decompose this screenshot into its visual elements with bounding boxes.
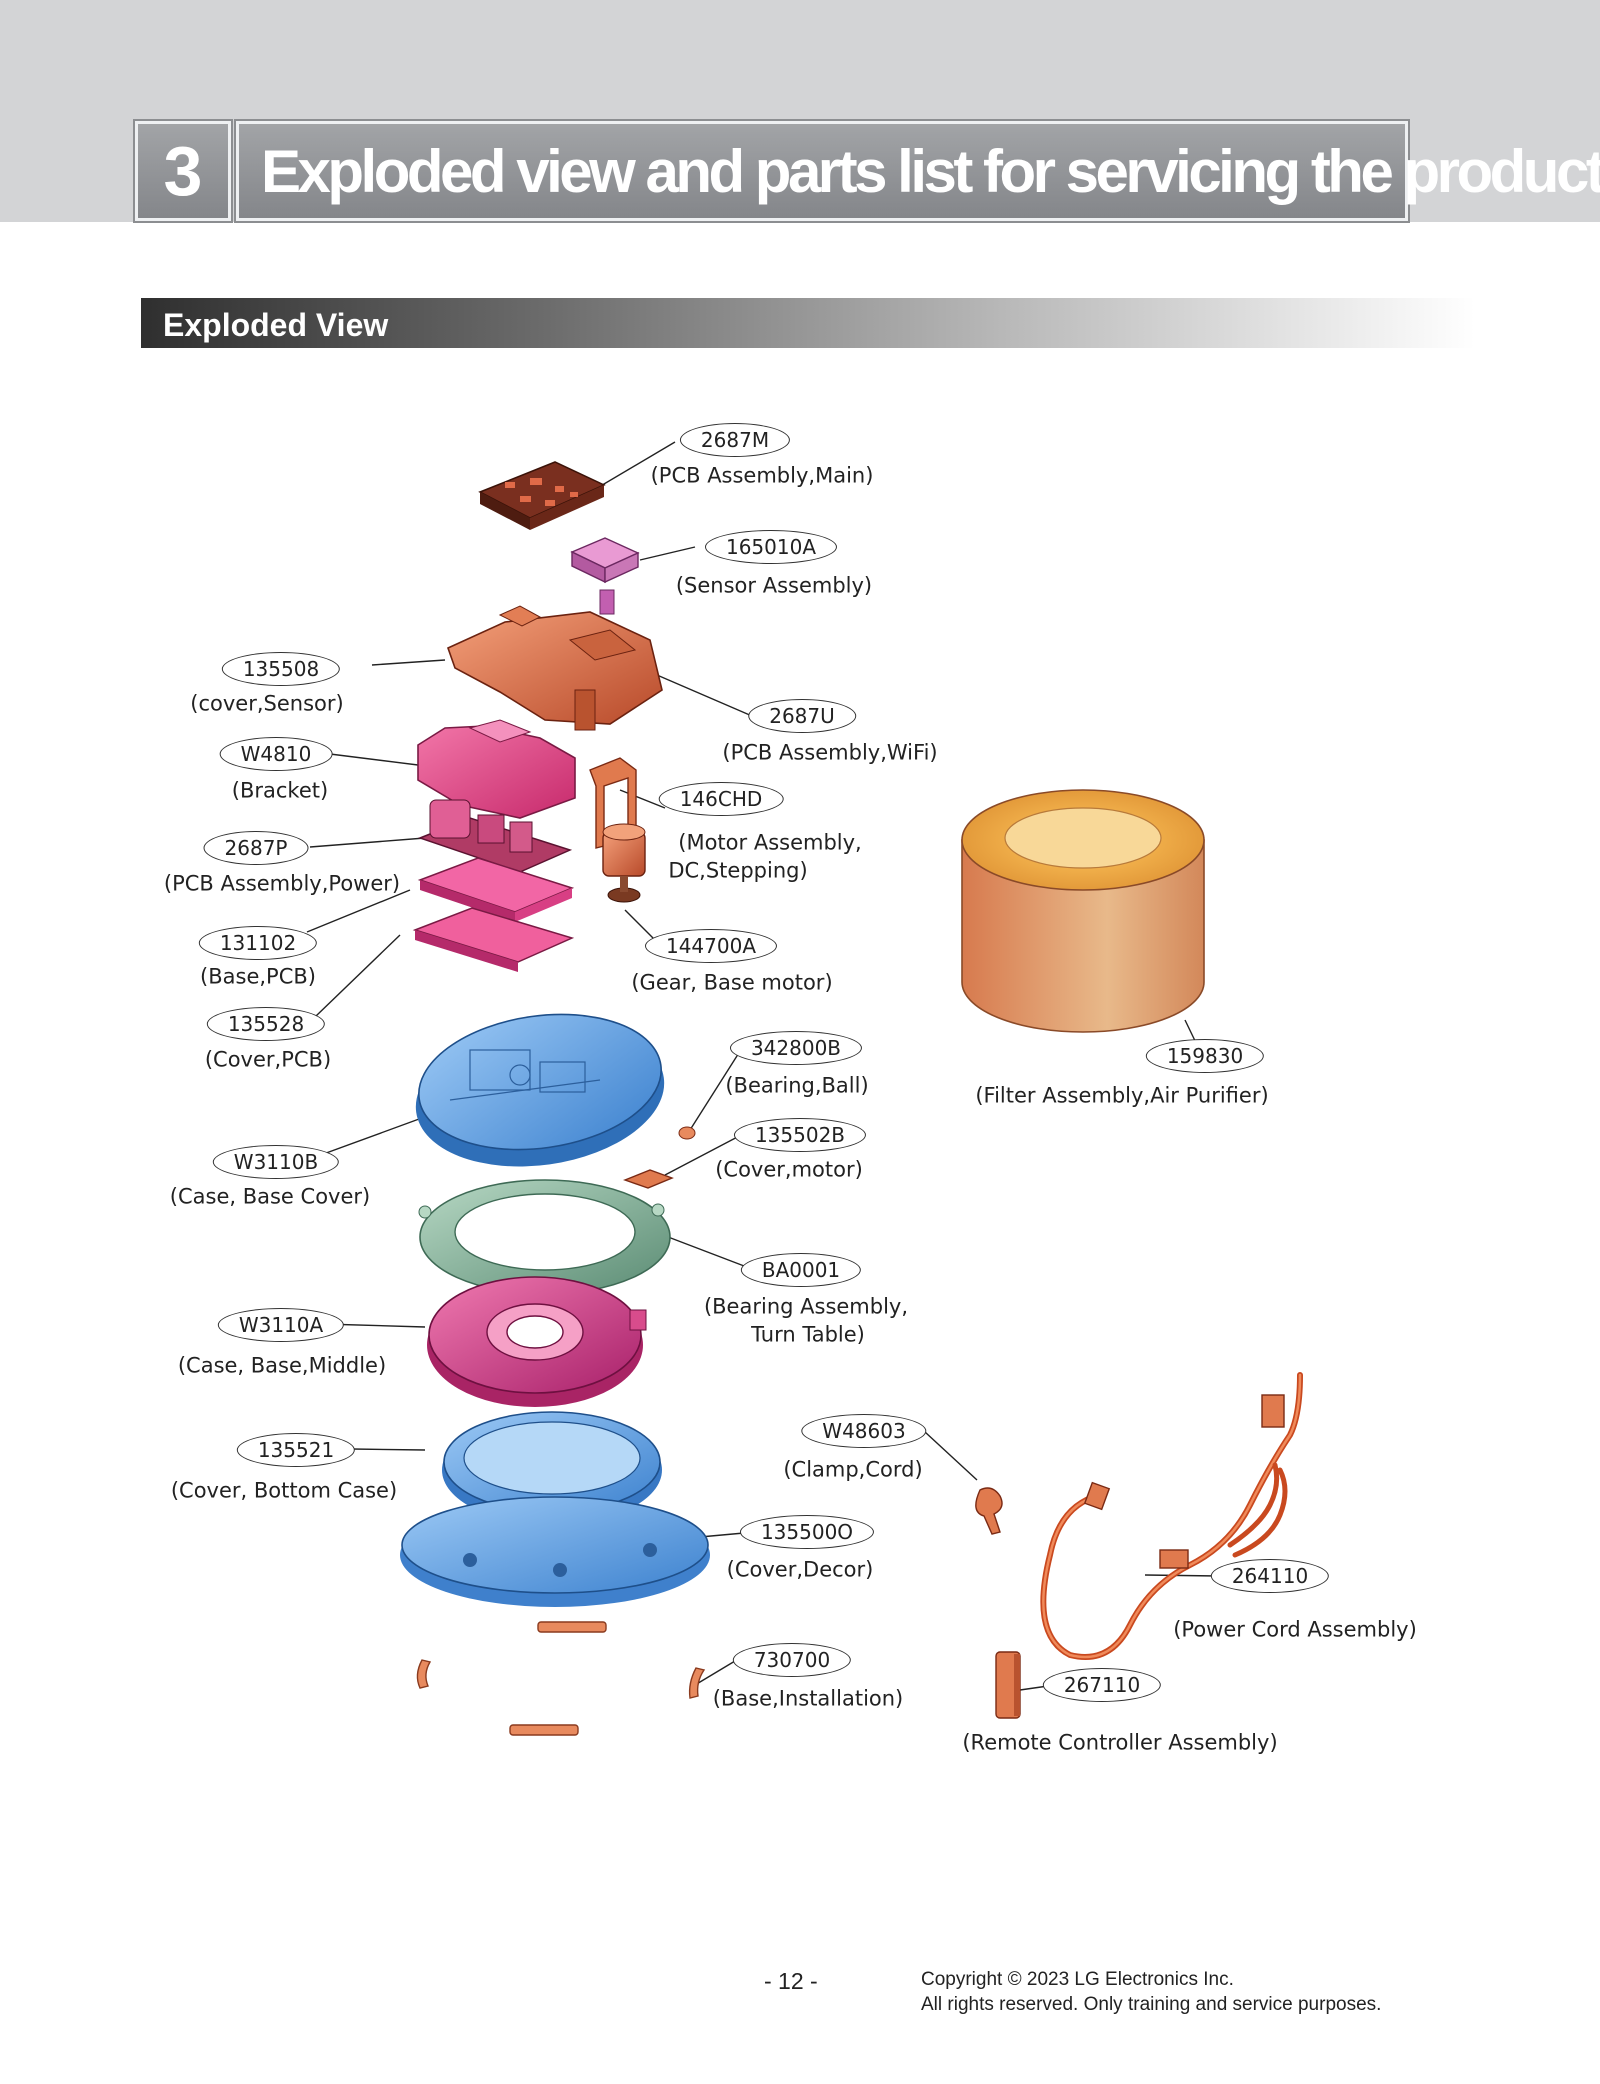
- desc-135500O: (Cover,Decor): [726, 1557, 874, 1582]
- desc-267110: (Remote Controller Assembly): [962, 1730, 1278, 1755]
- case-base-cover-shape: [415, 1013, 665, 1167]
- chapter-title: Exploded view and parts list for servici…: [261, 137, 1600, 205]
- callout-264110: 264110: [1210, 1559, 1330, 1593]
- callout-159830: 159830: [1145, 1039, 1265, 1073]
- cover-bottom-case-shape: [442, 1411, 662, 1525]
- desc-135528: (Cover,PCB): [204, 1047, 332, 1072]
- callout-W48603: W48603: [801, 1414, 927, 1448]
- desc-730700: (Base,Installation): [712, 1686, 904, 1711]
- desc-2687U: (PCB Assembly,WiFi): [722, 740, 938, 765]
- base-installation-shapes: [416, 1621, 706, 1736]
- callout-W3110A: W3110A: [217, 1308, 345, 1342]
- chapter-title-box: Exploded view and parts list for servici…: [236, 121, 1600, 221]
- cover-motor-shape: [623, 1169, 674, 1189]
- desc-135508: (cover,Sensor): [190, 691, 344, 716]
- copyright-notice: Copyright © 2023 LG Electronics Inc. All…: [921, 1968, 1381, 2017]
- desc-146CHD-line2: DC,Stepping): [668, 858, 808, 883]
- desc-342800B: (Bearing,Ball): [725, 1073, 869, 1098]
- desc-W4810: (Bracket): [231, 778, 329, 803]
- case-base-middle-shape: [427, 1276, 647, 1407]
- clamp-cord-shape: [975, 1487, 1003, 1535]
- callout-2687P: 2687P: [203, 831, 309, 865]
- cover-decor-shape: [400, 1496, 710, 1607]
- callout-W3110B: W3110B: [212, 1145, 340, 1179]
- chapter-number-box: 3: [135, 121, 231, 221]
- desc-W3110B: (Case, Base Cover): [169, 1184, 371, 1209]
- desc-131102: (Base,PCB): [200, 964, 316, 989]
- desc-W3110A: (Case, Base,Middle): [177, 1353, 387, 1378]
- callout-146CHD: 146CHD: [658, 782, 784, 816]
- desc-144700A: (Gear, Base motor): [631, 970, 833, 995]
- callout-144700A: 144700A: [644, 929, 778, 963]
- desc-135502B: (Cover,motor): [715, 1157, 863, 1182]
- callout-267110: 267110: [1042, 1668, 1162, 1702]
- motor-assembly-shape: [602, 823, 646, 903]
- sensor-assembly-shape: [570, 537, 640, 615]
- pcb-main-shape: [478, 461, 606, 530]
- callout-135500O: 135500O: [739, 1515, 875, 1549]
- desc-2687M: (PCB Assembly,Main): [650, 463, 874, 488]
- callout-135502B: 135502B: [733, 1118, 867, 1152]
- remote-controller-shape: [995, 1651, 1021, 1719]
- chapter-number: 3: [163, 132, 203, 210]
- desc-264110: (Power Cord Assembly): [1173, 1617, 1417, 1642]
- callout-131102: 131102: [198, 926, 318, 960]
- pcb-wifi-shape: [589, 757, 637, 849]
- desc-159830: (Filter Assembly,Air Purifier): [975, 1083, 1269, 1108]
- cover-pcb-shape: [412, 907, 575, 972]
- callout-BA0001: BA0001: [740, 1253, 862, 1287]
- callout-135521: 135521: [236, 1433, 356, 1467]
- bracket-shape: [417, 719, 576, 819]
- desc-W48603: (Clamp,Cord): [783, 1457, 923, 1482]
- bearing-ball-shape: [678, 1126, 696, 1140]
- desc-135521: (Cover, Bottom Case): [170, 1478, 398, 1503]
- filter-assembly-shape: [961, 789, 1205, 1033]
- desc-BA0001-line1: (Bearing Assembly,: [703, 1294, 909, 1319]
- cover-sensor-shape: [447, 605, 663, 731]
- pcb-power-shape: [417, 799, 573, 873]
- callout-342800B: 342800B: [729, 1031, 863, 1065]
- power-cord-shape: [1040, 1372, 1303, 1660]
- callout-135528: 135528: [206, 1007, 326, 1041]
- section-title: Exploded View: [163, 307, 389, 343]
- callout-165010A: 165010A: [704, 530, 838, 564]
- copyright-line-1: Copyright © 2023 LG Electronics Inc.: [921, 1969, 1234, 1990]
- base-pcb-shape: [417, 857, 575, 922]
- desc-146CHD-line1: (Motor Assembly,: [678, 830, 862, 855]
- callout-W4810: W4810: [219, 737, 333, 771]
- desc-BA0001-line2: Turn Table): [751, 1322, 865, 1347]
- desc-165010A: (Sensor Assembly): [675, 573, 873, 598]
- callout-2687M: 2687M: [679, 423, 791, 457]
- callout-730700: 730700: [732, 1643, 852, 1677]
- callout-135508: 135508: [221, 652, 341, 686]
- callout-2687U: 2687U: [748, 699, 856, 733]
- copyright-line-2: All rights reserved. Only training and s…: [921, 1993, 1382, 2015]
- page-number: - 12 -: [764, 1968, 818, 1994]
- desc-2687P: (PCB Assembly,Power): [163, 871, 401, 896]
- section-header-bar: Exploded View: [141, 298, 1475, 348]
